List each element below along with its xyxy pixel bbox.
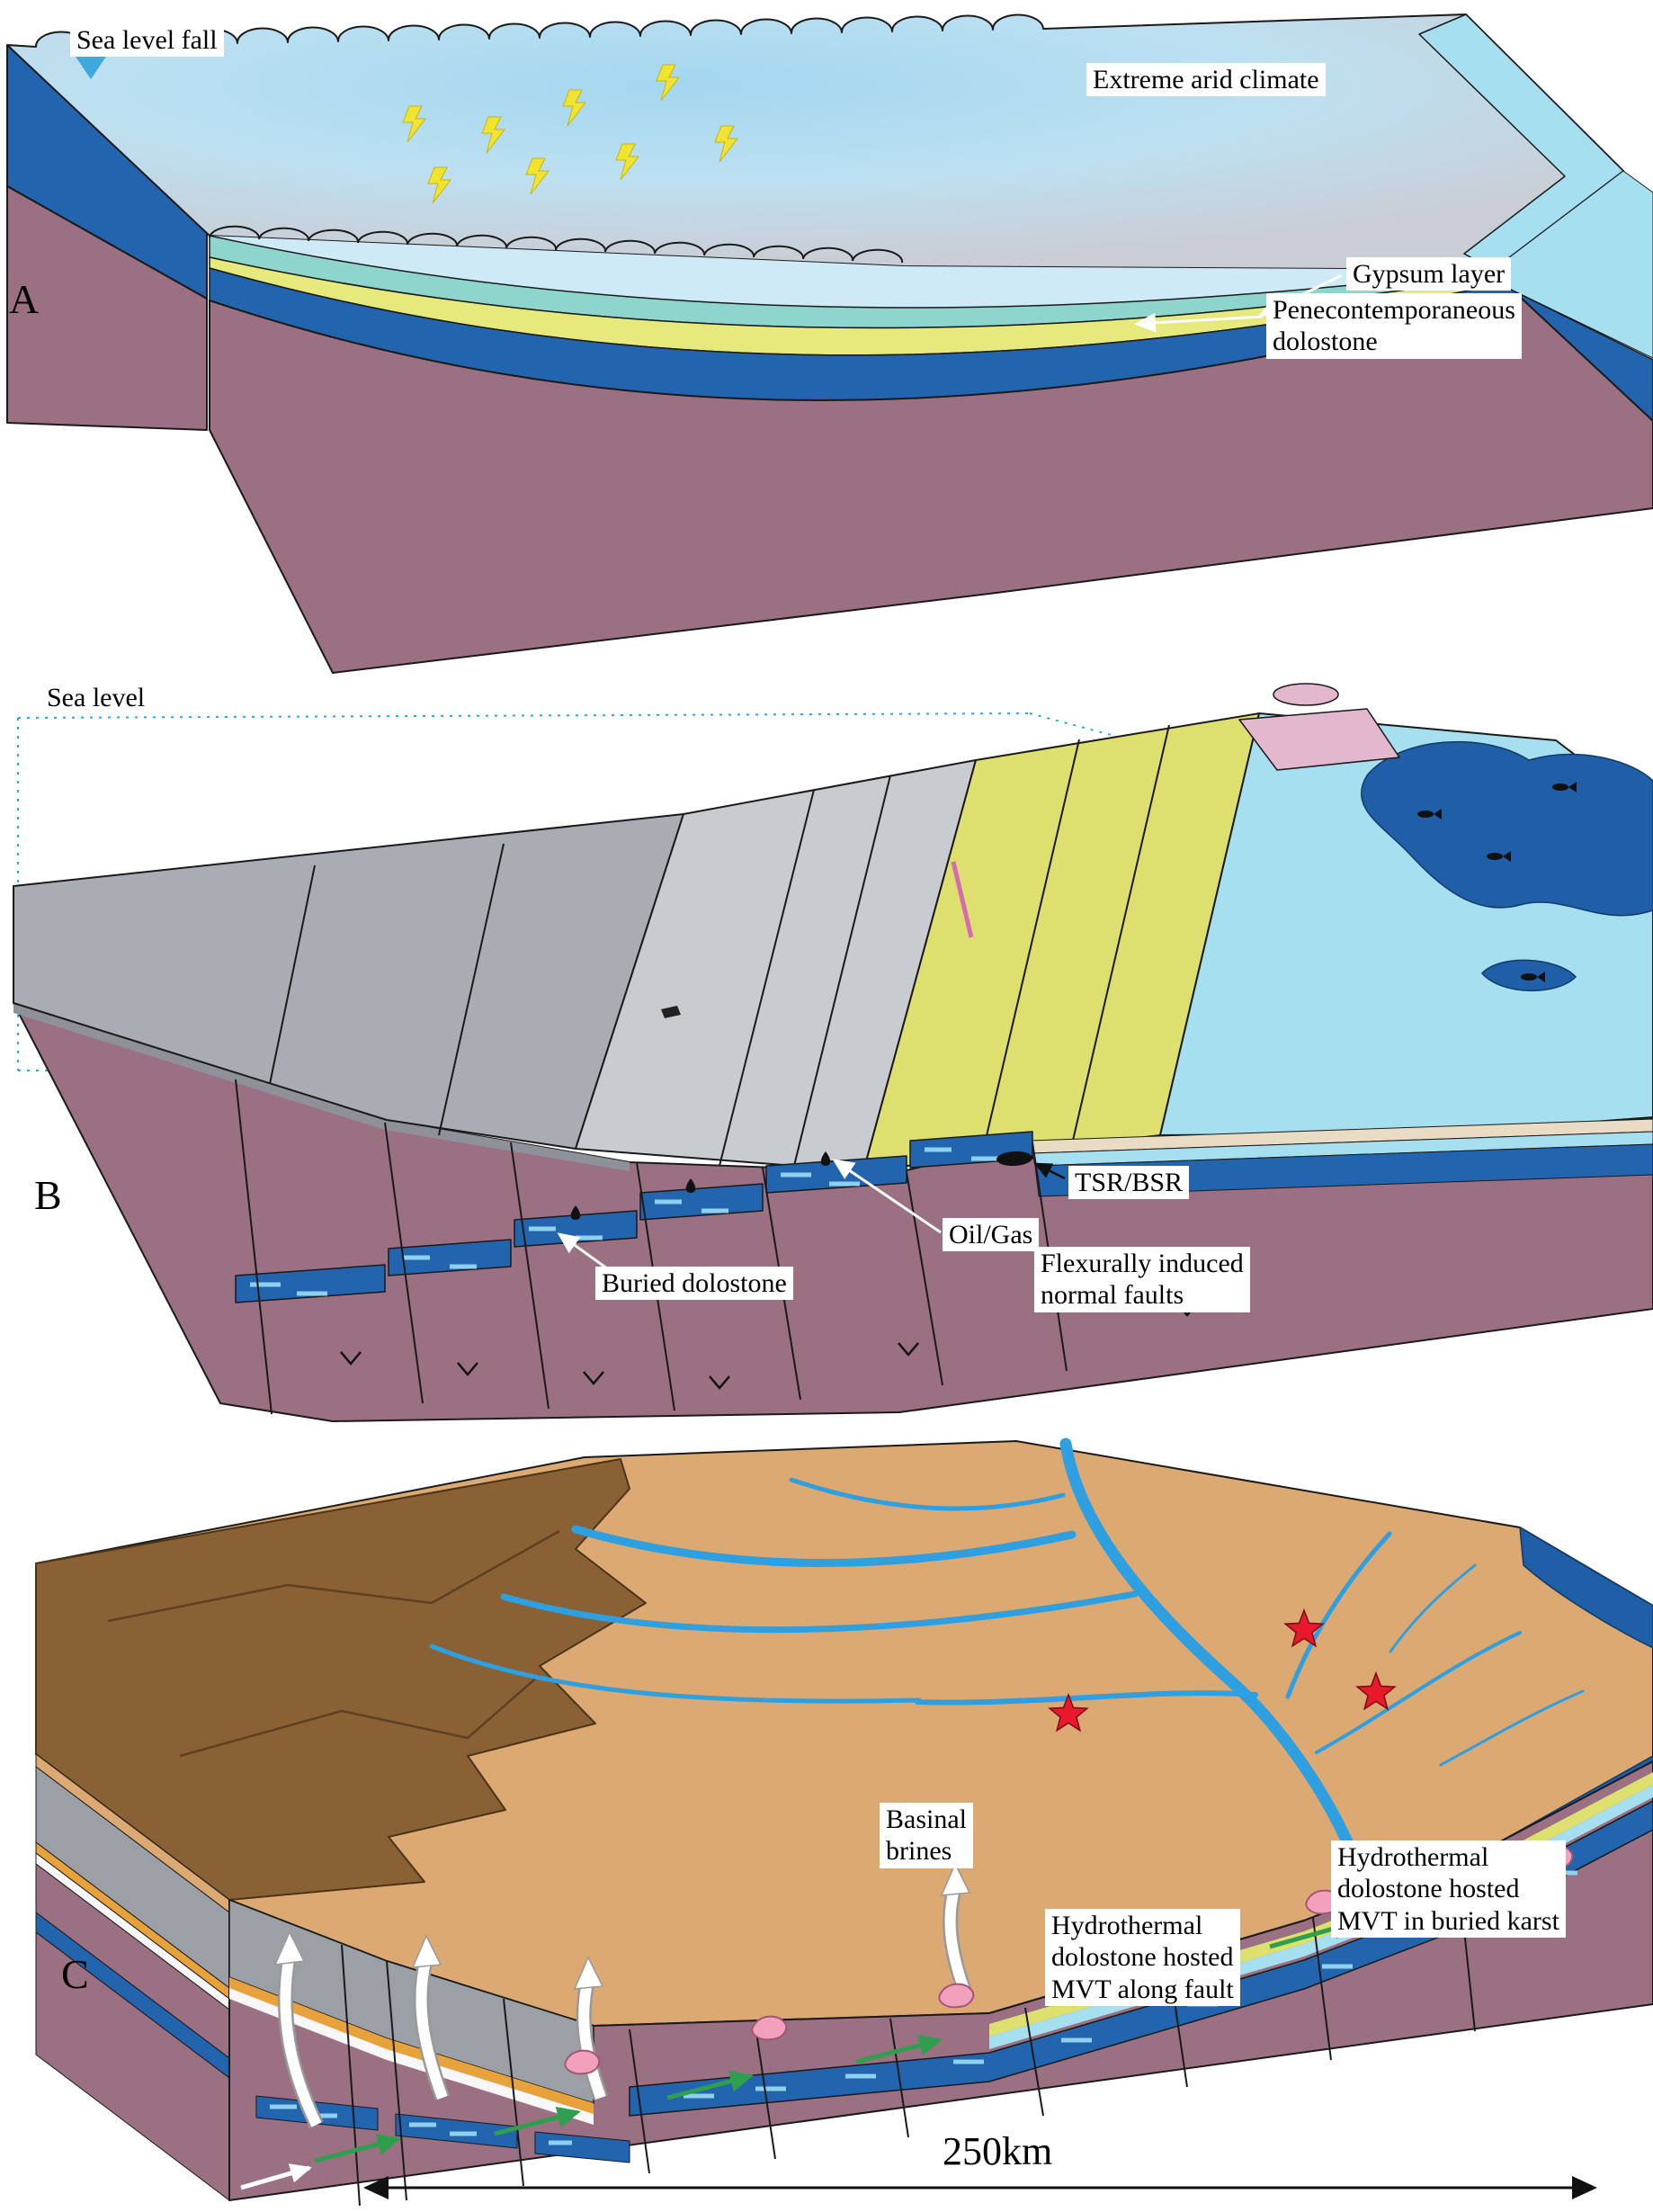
- river-tributary: [789, 1477, 1066, 1511]
- migration-arrow: [855, 2034, 943, 2064]
- brine-arrow: [280, 1952, 322, 2127]
- front-blue-band-b: [1034, 1143, 1653, 1197]
- brine-arrow: [944, 1884, 969, 1992]
- tsr-blob-icon: [996, 1151, 1032, 1167]
- cyan-strip-front-c: [989, 1785, 1653, 2049]
- yellow-strip-front-c: [989, 1772, 1653, 2037]
- label-extreme-arid-climate: Extreme arid climate: [1086, 63, 1326, 97]
- dolostone-step: [388, 1239, 512, 1276]
- river-trunk: [1059, 1437, 1355, 1852]
- label-mvt-buried-karst: Hydrothermal dolostone hosted MVT in bur…: [1331, 1840, 1566, 1939]
- migration-arrow: [314, 2133, 401, 2163]
- water-surface-a: [6, 13, 1624, 271]
- panel-letter-b: B: [34, 1172, 62, 1218]
- left-face-strata-c: [35, 1752, 230, 2202]
- label-sea-level-fall: Sea level fall: [70, 23, 224, 58]
- slab-front-edge-b: [13, 1003, 630, 1171]
- dolostone-arrow: [1134, 312, 1264, 333]
- mvt-ore-blob-icon: [564, 2049, 601, 2075]
- sea-level-fall-triangle-icon: [74, 54, 108, 79]
- panel-letter-a: A: [9, 276, 40, 322]
- label-basinal-brines: Basinal brines: [880, 1803, 973, 1868]
- front-cyan-band-b: [1032, 1131, 1653, 1167]
- dolostone-dashes-b: [250, 1147, 998, 1296]
- label-pene-dolostone: Penecontemporaneous dolostone: [1266, 293, 1522, 359]
- river-tributary: [500, 1590, 1139, 1634]
- basal-flow-white-arrow: [240, 2163, 312, 2190]
- dolostone-band: [534, 2131, 630, 2163]
- label-line: MVT in buried karst: [1337, 1905, 1559, 1936]
- pink-unit-blob-b: [1273, 683, 1339, 706]
- dolostone-step: [235, 1264, 386, 1303]
- brine-arrowhead: [273, 1930, 306, 1966]
- label-line: Basinal: [886, 1805, 967, 1834]
- river-tributary: [571, 1525, 1077, 1567]
- label-gypsum-layer: Gypsum layer: [1346, 257, 1512, 291]
- river-network: [429, 1437, 1585, 1852]
- river-tributary: [1315, 1631, 1522, 1754]
- label-line: Hydrothermal: [1337, 1842, 1489, 1872]
- migration-arrow: [666, 2070, 754, 2100]
- buried-dolostone-steps-b: [235, 1131, 1033, 1303]
- label-flexural-faults: Flexurally induced normal faults: [1034, 1247, 1250, 1312]
- sea-strip-back-c: [1519, 1526, 1653, 1649]
- brine-arrow: [578, 1977, 606, 2100]
- white-line-front-c: [229, 1988, 594, 2125]
- label-line: MVT along fault: [1051, 1974, 1234, 2004]
- mountain-ridge-lines: [107, 1529, 560, 1758]
- label-mvt-along-fault: Hydrothermal dolostone hosted MVT along …: [1045, 1909, 1240, 2007]
- orange-line-front-c: [229, 1977, 594, 2114]
- pink-unit-top-b: [1238, 708, 1400, 771]
- label-line: Penecontemporaneous: [1273, 295, 1515, 325]
- brine-arrowhead: [940, 1862, 971, 1896]
- label-line: brines: [886, 1836, 952, 1867]
- panel-letter-c: C: [61, 1951, 89, 1997]
- panel-b: [13, 683, 1653, 1422]
- slab-gray-top-b: [13, 813, 684, 1150]
- label-line: dolostone: [1273, 327, 1378, 357]
- notch-mark-b: [661, 1006, 681, 1018]
- label-line: dolostone hosted: [1051, 1942, 1234, 1973]
- brine-arrowhead: [411, 1934, 442, 1968]
- label-buried-dolostone: Buried dolostone: [595, 1267, 793, 1301]
- mvt-ore-blob-icon: [751, 2015, 788, 2041]
- label-oil-gas: Oil/Gas: [943, 1218, 1040, 1252]
- river-tributary: [915, 1690, 1258, 1706]
- scale-arrowhead-right: [1572, 2176, 1597, 2199]
- left-face-mauve-a: [6, 185, 208, 431]
- label-line: Hydrothermal: [1051, 1911, 1203, 1940]
- scale-label: 250km: [943, 2129, 1053, 2173]
- sea-patch-large-b: [1361, 740, 1653, 917]
- brine-arrowhead: [573, 1956, 604, 1990]
- brine-arrow: [415, 1956, 448, 2100]
- label-line: normal faults: [1041, 1280, 1184, 1311]
- tsr-arrow: [1033, 1162, 1066, 1180]
- river-creek: [1389, 1563, 1477, 1653]
- fault-lines-front-c: [341, 1861, 1476, 2207]
- label-line: dolostone hosted: [1337, 1874, 1520, 1904]
- river-creek: [1439, 1689, 1585, 1767]
- lagoon-water-front-a: [210, 236, 1493, 308]
- river-tributary: [1285, 1531, 1392, 1699]
- oil-gas-arrow: [832, 1159, 942, 1234]
- shoreline-wave-line-a: [209, 225, 904, 264]
- dolostone-step: [639, 1183, 764, 1221]
- river-tributary: [429, 1643, 922, 1704]
- label-line: Flexurally induced: [1041, 1249, 1244, 1278]
- pink-dike-b: [951, 861, 974, 938]
- label-tsr-bsr: TSR/BSR: [1068, 1166, 1190, 1200]
- brine-flow-arrows: [273, 1862, 972, 2128]
- dolostone-step: [514, 1210, 638, 1248]
- label-sea-level: Sea level: [47, 683, 146, 712]
- fault-traces-top-b: [269, 724, 1170, 1170]
- panel-c: [35, 1437, 1653, 2207]
- sea-level-dotted-lines: [17, 712, 1548, 1071]
- migration-arrow: [494, 2106, 581, 2136]
- mvt-ore-blob-icon: [938, 1983, 975, 2009]
- scale-arrowhead-left: [363, 2176, 389, 2199]
- scale-bar: [363, 2176, 1597, 2199]
